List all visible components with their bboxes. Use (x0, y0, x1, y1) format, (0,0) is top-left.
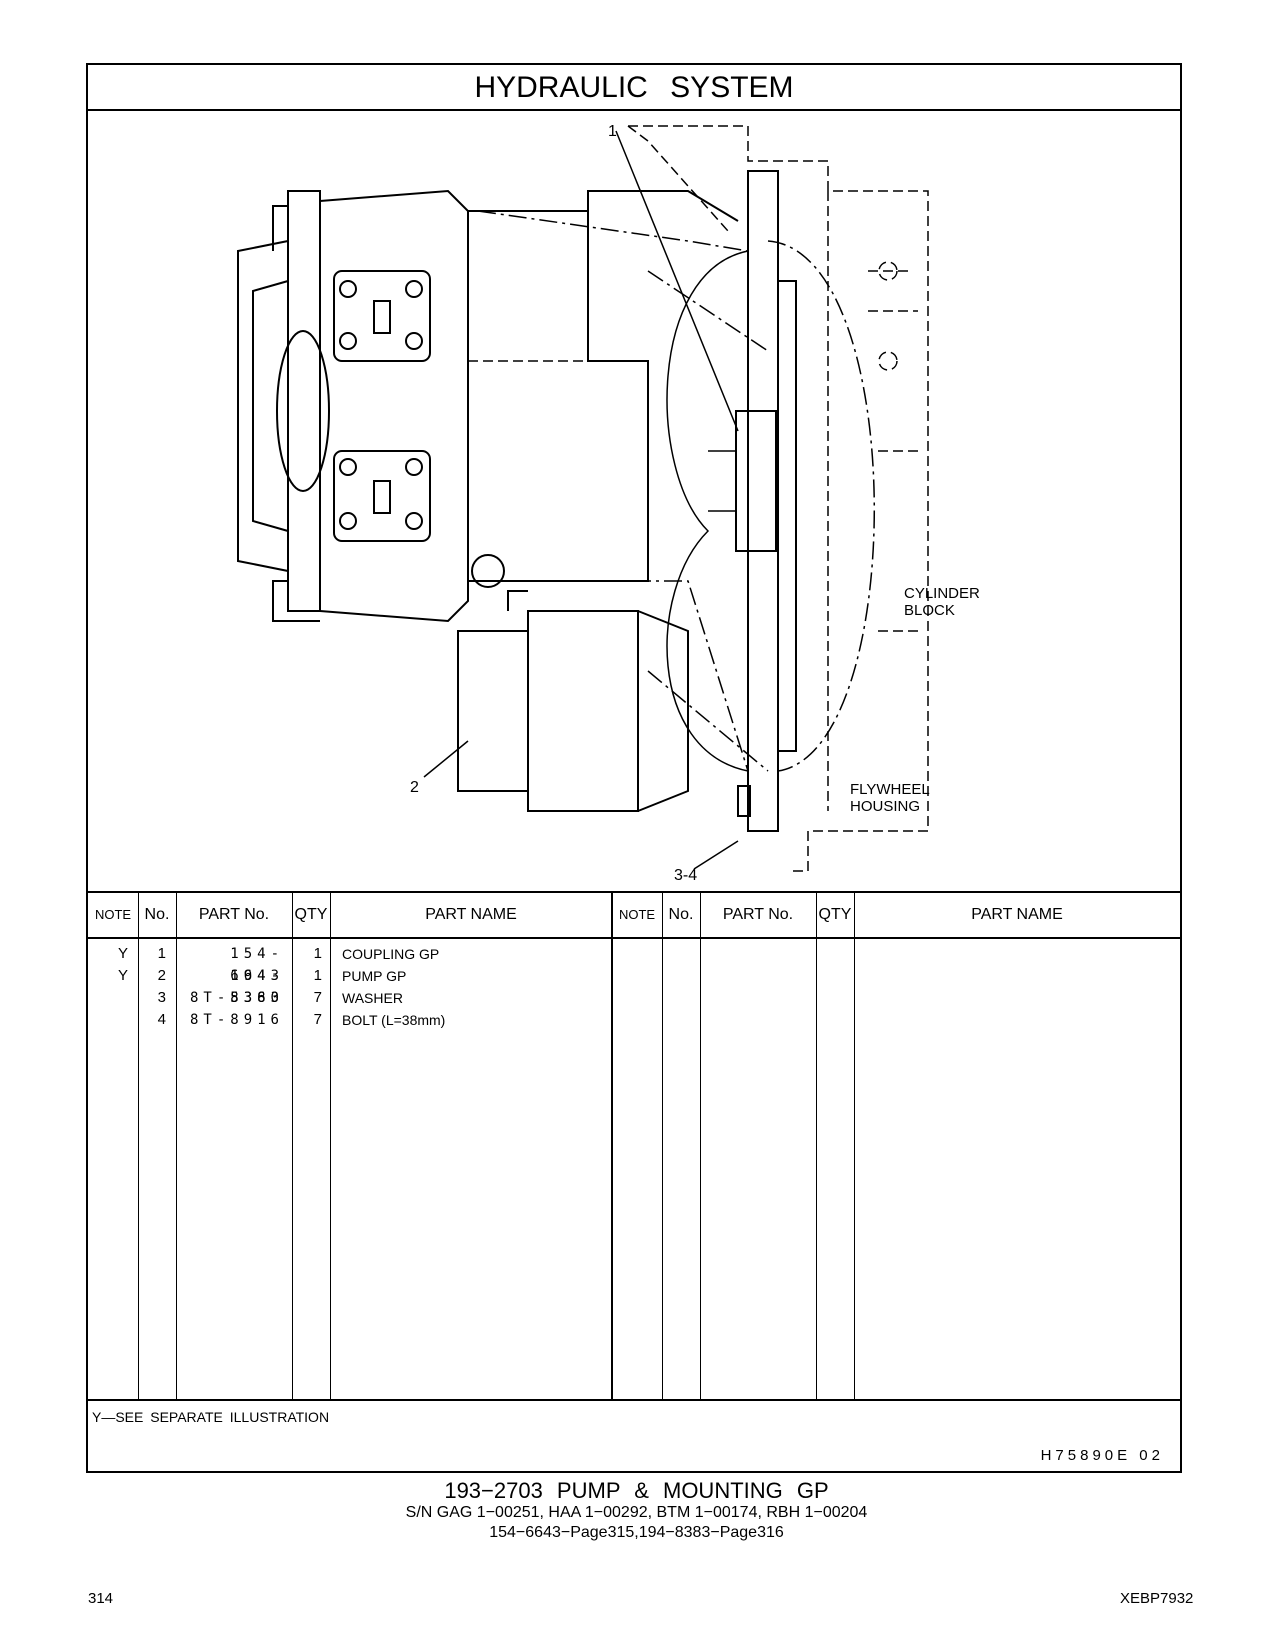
callout-3-4: 3-4 (674, 867, 698, 884)
col-divider-center (611, 893, 613, 1399)
row-part-name: PUMP GP (342, 968, 407, 984)
callout-1: 1 (608, 123, 617, 140)
col-divider (662, 893, 663, 1399)
section-title: HYDRAULIC SYSTEM (88, 65, 1180, 111)
table-row: Y 2 194-8383 1 PUMP GP (88, 965, 1180, 1006)
col-divider (138, 893, 139, 1399)
serial-numbers: S/N GAG 1−00251, HAA 1−00292, BTM 1−0017… (405, 1504, 868, 1521)
page-references: 154−6643−Page315,194−8383−Page316 (489, 1524, 784, 1541)
drawing-id: H75890E 02 (1040, 1447, 1164, 1464)
document-code: XEBP7932 (1120, 1590, 1194, 1607)
row-qty: 1 (313, 967, 322, 984)
col-divider (176, 893, 177, 1399)
row-part-name: COUPLING GP (342, 946, 440, 962)
cylinder-block-line-2: BLOCK (904, 602, 955, 619)
row-part-no: 8T-8916 (189, 1012, 284, 1028)
header-qty-left: QTY (294, 906, 328, 923)
row-no: 1 (157, 945, 166, 962)
row-qty: 7 (313, 989, 322, 1006)
row-qty: 1 (313, 945, 322, 962)
col-divider (816, 893, 817, 1399)
table-footer: Y—SEE SEPARATE ILLUSTRATION H75890E 02 (88, 1399, 1180, 1471)
col-divider (700, 893, 701, 1399)
header-part-name-left: PART NAME (425, 906, 517, 923)
header-part-no-left: PART No. (198, 906, 270, 923)
header-no-right: No. (668, 906, 694, 923)
header-note-left: NOTE (94, 907, 132, 922)
row-no: 2 (157, 967, 166, 984)
header-no-left: No. (144, 906, 170, 923)
flywheel-housing-line-2: HOUSING (850, 798, 921, 815)
col-divider (854, 893, 855, 1399)
callout-2: 2 (410, 779, 419, 796)
col-divider (330, 893, 331, 1399)
pump-mounting-drawing (237, 125, 929, 872)
exploded-illustration: 1 2 3-4 CYLINDER BLOCK FLYWHEEL HOUSING (88, 111, 1180, 891)
page-number: 314 (88, 1590, 114, 1607)
row-note: Y (117, 967, 128, 984)
parts-table-header: NOTE No. PART No. QTY PART NAME NOTE No.… (88, 893, 1180, 939)
header-qty-right: QTY (818, 906, 852, 923)
header-part-name-right: PART NAME (971, 906, 1063, 923)
table-row: Y 1 154-6643 1 COUPLING GP (88, 943, 1180, 984)
leader-line-3-4 (693, 840, 739, 870)
row-part-no: 194-8383 (230, 968, 284, 1006)
col-divider (292, 893, 293, 1399)
row-part-name: WASHER (342, 990, 403, 1006)
row-note: Y (117, 945, 128, 962)
table-row: 3 8T-5360 7 WASHER (88, 987, 1180, 1009)
leader-line-1 (615, 130, 739, 432)
leader-line-2 (423, 740, 469, 778)
parts-table: NOTE No. PART No. QTY PART NAME NOTE No.… (88, 891, 1180, 1399)
table-row: 4 8T-8916 7 BOLT (L=38mm) (88, 1009, 1180, 1031)
row-part-no: 8T-5360 (189, 990, 284, 1006)
header-note-right: NOTE (618, 907, 656, 922)
flywheel-housing-line-1: FLYWHEEL (850, 781, 930, 798)
row-no: 3 (157, 989, 166, 1006)
cylinder-block-label: CYLINDER BLOCK (904, 585, 980, 619)
group-title: 193−2703 PUMP & MOUNTING GP (444, 1478, 829, 1503)
cylinder-block-line-1: CYLINDER (904, 585, 980, 602)
flywheel-housing-label: FLYWHEEL HOUSING (850, 781, 930, 815)
row-part-name: BOLT (L=38mm) (342, 1012, 446, 1028)
parts-page-frame: HYDRAULIC SYSTEM (86, 63, 1182, 1473)
row-part-no: 154-6643 (230, 946, 284, 984)
header-part-no-right: PART No. (722, 906, 794, 923)
footnote: Y—SEE SEPARATE ILLUSTRATION (92, 1409, 330, 1425)
row-no: 4 (157, 1011, 166, 1028)
row-qty: 7 (313, 1011, 322, 1028)
